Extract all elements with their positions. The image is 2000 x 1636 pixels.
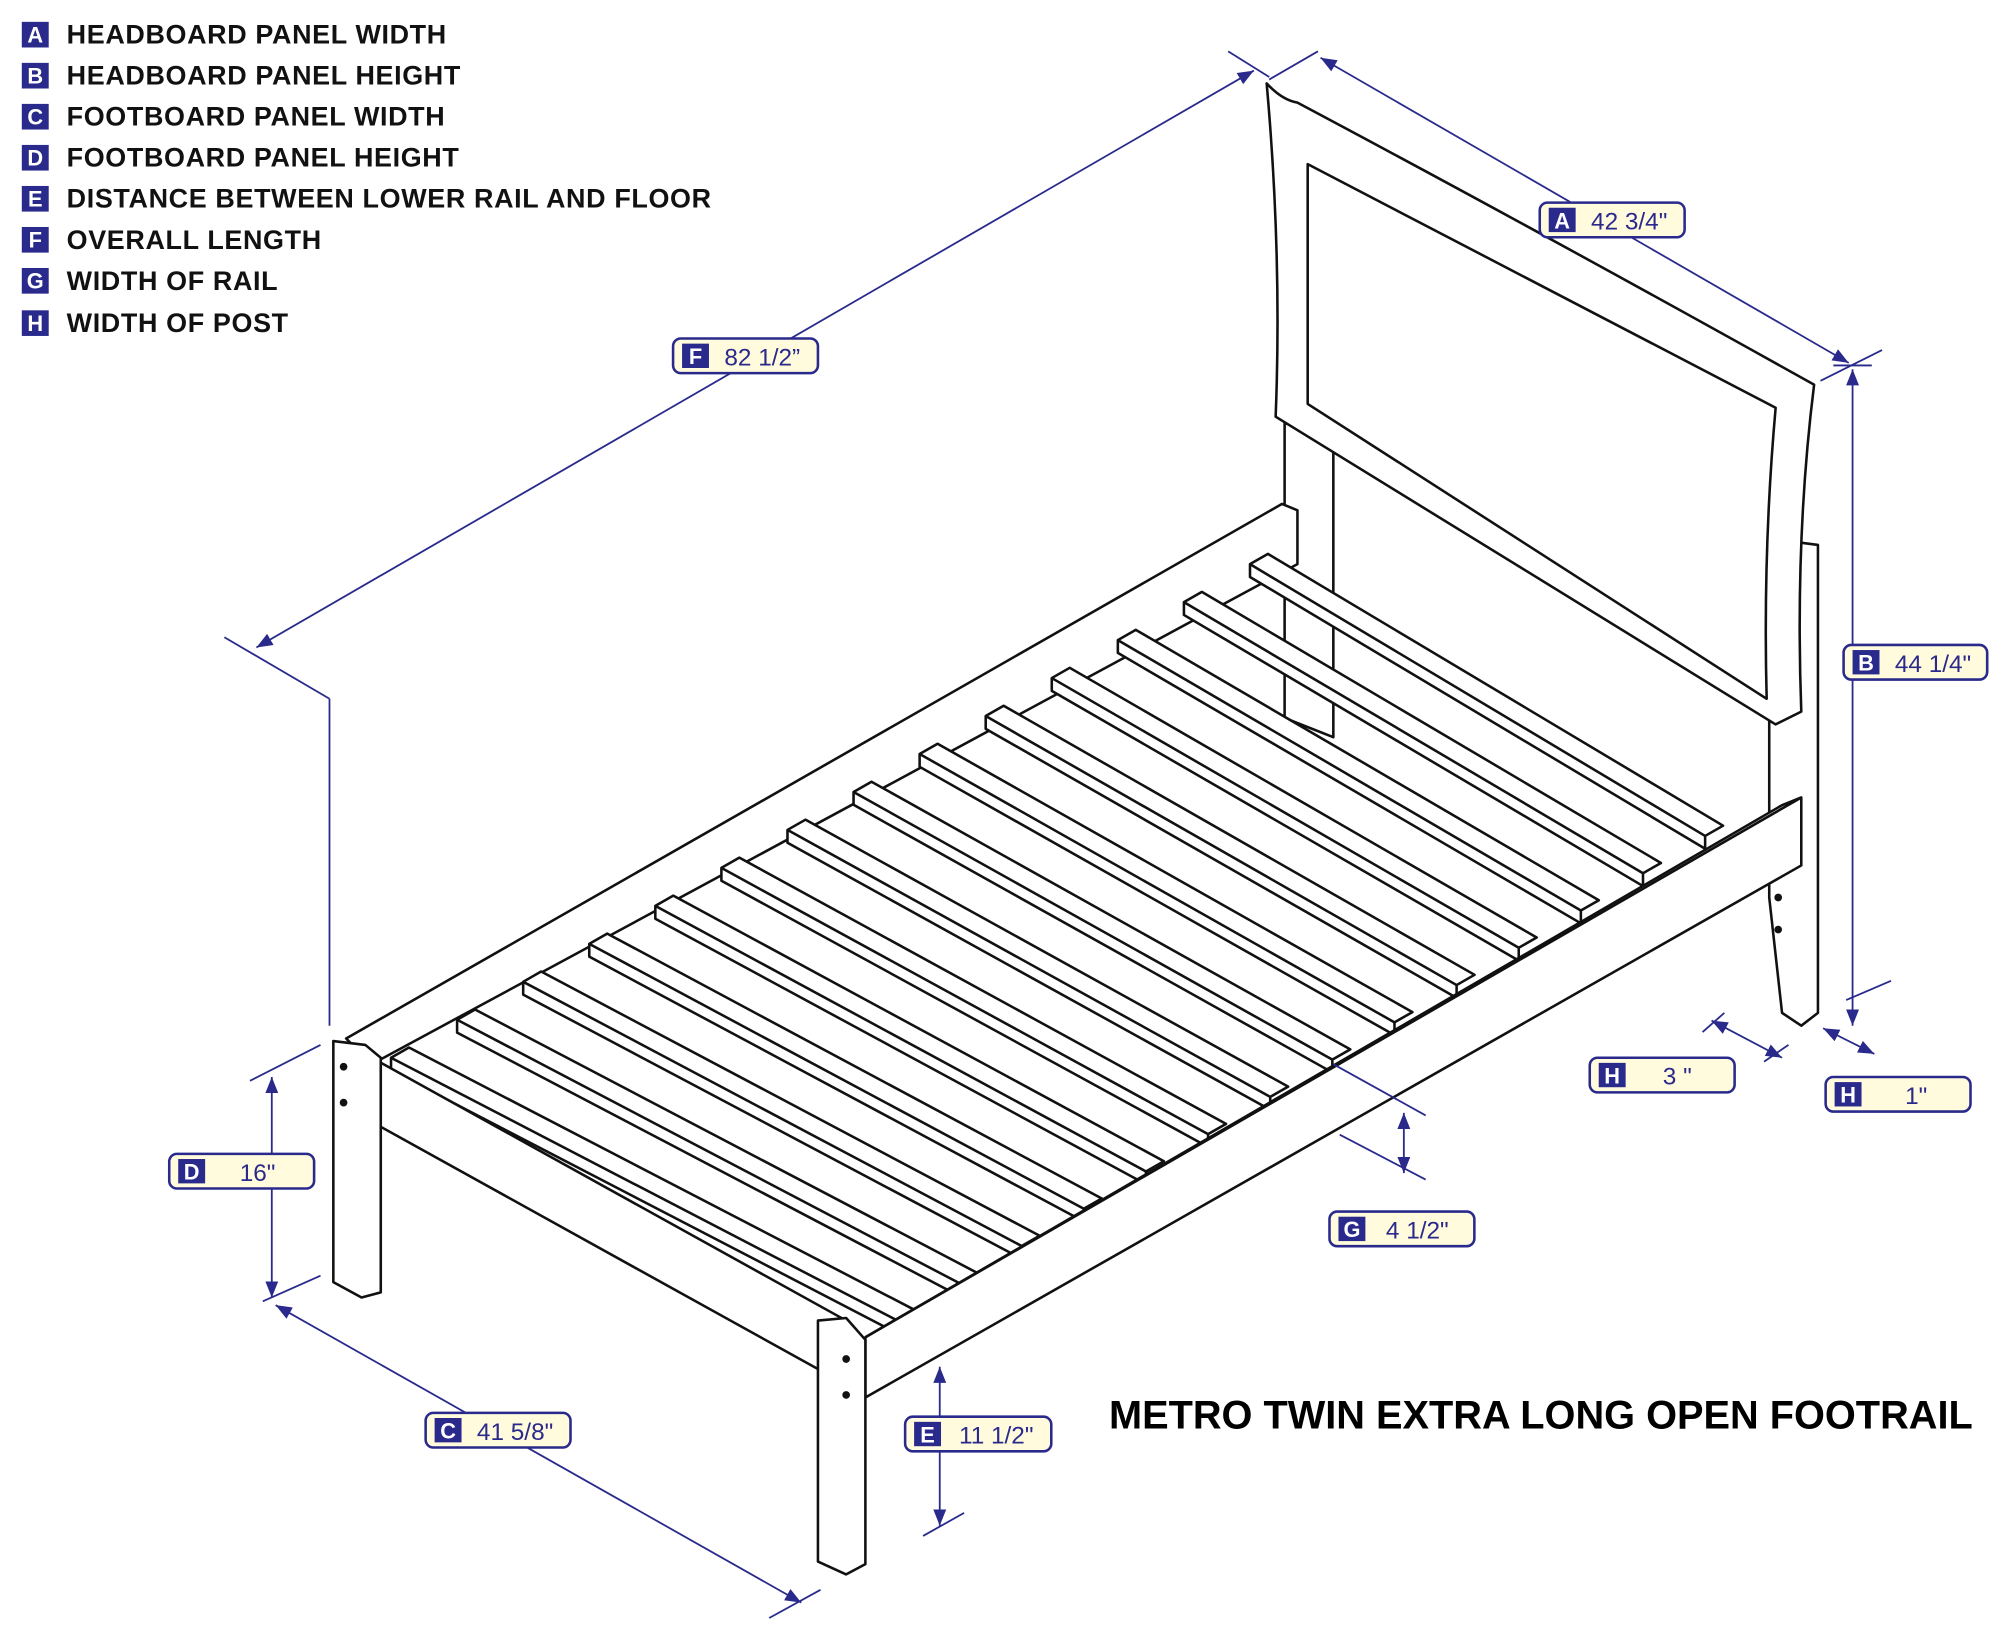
- bed-drawing: [332, 82, 1820, 1576]
- badge-letter: A: [27, 22, 43, 47]
- badge-letter: E: [920, 1422, 935, 1447]
- bed-slat-edge: [852, 790, 1333, 1061]
- front-left-post: [332, 1039, 383, 1299]
- label-value: 41 5/8": [477, 1419, 553, 1446]
- badge-letter: D: [184, 1160, 200, 1185]
- legend-text: DISTANCE BETWEEN LOWER RAIL AND FLOOR: [67, 184, 712, 214]
- legend-text: HEADBOARD PANEL HEIGHT: [67, 61, 461, 91]
- legend-item-e: E DISTANCE BETWEEN LOWER RAIL AND FLOOR: [21, 184, 712, 214]
- badge-letter: F: [689, 344, 702, 369]
- slats: [389, 552, 1725, 1335]
- legend-item-a: A HEADBOARD PANEL WIDTH: [21, 20, 447, 50]
- label-h-rail: H 1": [1824, 1075, 1972, 1113]
- label-g: G 4 1/2": [1328, 1210, 1476, 1248]
- legend-item-c: C FOOTBOARD PANEL WIDTH: [21, 102, 446, 132]
- label-b: B 44 1/4": [1842, 643, 1989, 681]
- badge-letter: B: [1858, 651, 1874, 676]
- bed-slat-edge: [456, 1018, 961, 1285]
- front-right-post: [816, 1316, 867, 1576]
- legend-text: WIDTH OF POST: [67, 308, 289, 338]
- badge-letter: G: [27, 269, 44, 294]
- label-d: D 16": [167, 1152, 316, 1190]
- label-f: F 82 1/2”: [671, 337, 820, 375]
- label-c: C 41 5/8": [424, 1411, 572, 1449]
- badge-letter: C: [440, 1419, 456, 1444]
- label-value: 44 1/4": [1895, 651, 1971, 678]
- product-title: METRO TWIN EXTRA LONG OPEN FOOTRAIL: [1109, 1393, 1973, 1437]
- legend: A HEADBOARD PANEL WIDTH B HEADBOARD PANE…: [21, 20, 712, 338]
- badge-letter: C: [27, 104, 43, 129]
- label-value: 82 1/2”: [724, 344, 800, 371]
- label-value: 11 1/2": [959, 1423, 1034, 1450]
- bed-slat-edge: [588, 942, 1085, 1210]
- dimension-labels: A 42 3/4" B 44 1/4" F 82 1/2” D 16" C 41 5/8"…: [167, 201, 1989, 1453]
- bed-slat-edge: [522, 980, 1023, 1248]
- bed-slat-edge: [1051, 676, 1520, 949]
- legend-text: FOOTBOARD PANEL HEIGHT: [67, 143, 460, 173]
- headboard-inner-panel: [1306, 162, 1777, 701]
- bed-slat-edge: [1249, 563, 1706, 838]
- badge-letter: B: [27, 63, 43, 88]
- bed-slat-edge: [1183, 601, 1644, 875]
- bed-slat-edge: [985, 714, 1458, 987]
- label-a: A 42 3/4": [1538, 201, 1686, 239]
- badge-a: [21, 21, 49, 48]
- bed-slat-edge: [918, 752, 1396, 1024]
- bed-slat-edge: [720, 866, 1209, 1136]
- legend-text: WIDTH OF RAIL: [67, 266, 279, 296]
- bed-slat-edge: [654, 904, 1147, 1173]
- badge-letter: H: [1604, 1063, 1620, 1088]
- legend-item-h: H WIDTH OF POST: [21, 308, 289, 338]
- dimension-c-line: [275, 1304, 802, 1604]
- legend-item-b: B HEADBOARD PANEL HEIGHT: [21, 61, 461, 91]
- bed-slat-edge: [1117, 638, 1582, 912]
- label-value: 16": [240, 1160, 276, 1187]
- legend-item-f: F OVERALL LENGTH: [21, 225, 322, 255]
- label-h-post: H 3 ": [1588, 1056, 1736, 1094]
- badge-letter: H: [1840, 1083, 1856, 1108]
- label-e: E 11 1/2": [903, 1415, 1053, 1453]
- label-value: 1": [1905, 1083, 1927, 1110]
- badge-letter: G: [1343, 1217, 1360, 1242]
- dimension-h-post-line: [1711, 1019, 1783, 1059]
- legend-item-d: D FOOTBOARD PANEL HEIGHT: [21, 143, 460, 173]
- badge-letter: H: [27, 311, 43, 336]
- badge-letter: D: [27, 145, 43, 170]
- bed-slat-edge: [786, 828, 1271, 1099]
- dimension-h-rail-line: [1822, 1027, 1875, 1055]
- bed-slat-edge: [390, 1056, 899, 1322]
- legend-item-g: G WIDTH OF RAIL: [21, 266, 279, 296]
- label-value: 3 ": [1663, 1064, 1692, 1091]
- label-value: 42 3/4": [1591, 209, 1667, 236]
- badge-letter: E: [28, 186, 43, 211]
- legend-text: FOOTBOARD PANEL WIDTH: [67, 102, 446, 132]
- badge-letter: A: [1554, 208, 1570, 233]
- label-value: 4 1/2": [1386, 1218, 1449, 1245]
- legend-text: OVERALL LENGTH: [67, 225, 322, 255]
- legend-text: HEADBOARD PANEL WIDTH: [67, 20, 447, 50]
- badge-letter: F: [29, 227, 42, 252]
